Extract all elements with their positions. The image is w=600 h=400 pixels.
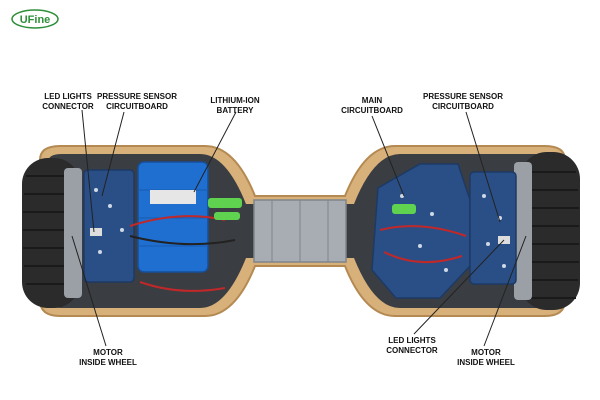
label-line1: MAIN <box>361 96 383 105</box>
label-line2: BATTERY <box>216 106 254 115</box>
label-line2: CIRCUITBOARD <box>106 102 168 111</box>
right-wheel <box>514 152 580 310</box>
label-line2: CONNECTOR <box>42 102 94 111</box>
label-motor-inside-wheel-right: MOTOR INSIDE WHEEL <box>448 348 524 368</box>
label-line1: LED LIGHTS <box>44 92 92 101</box>
label-main-circuitboard: MAIN CIRCUITBOARD <box>336 96 408 116</box>
label-line1: MOTOR <box>93 348 123 357</box>
connector-green-right <box>392 204 416 214</box>
right-pressure-board <box>469 171 517 285</box>
label-line1: LITHIUM-ION <box>210 96 260 105</box>
label-lithium-ion-battery: LITHIUM-ION BATTERY <box>200 96 270 116</box>
ufine-logo: UFine <box>11 9 59 29</box>
label-line2: CONNECTOR <box>386 346 438 355</box>
connector-green-left <box>208 198 242 208</box>
label-line2: INSIDE WHEEL <box>457 358 515 367</box>
label-pressure-sensor-left: PRESSURE SENSOR CIRCUITBOARD <box>94 92 180 112</box>
label-line1: PRESSURE SENSOR <box>422 92 504 101</box>
leader-lines <box>71 109 527 347</box>
label-led-lights-connector-left: LED LIGHTS CONNECTOR <box>36 92 100 112</box>
label-line2: CIRCUITBOARD <box>341 106 403 115</box>
label-pressure-sensor-right: PRESSURE SENSOR CIRCUITBOARD <box>420 92 506 112</box>
left-pressure-board <box>83 169 135 283</box>
label-line1: MOTOR <box>471 348 501 357</box>
left-wheel <box>22 158 82 308</box>
label-line2: INSIDE WHEEL <box>79 358 137 367</box>
label-line2: CIRCUITBOARD <box>432 102 494 111</box>
label-motor-inside-wheel-left: MOTOR INSIDE WHEEL <box>70 348 146 368</box>
main-circuitboard <box>371 163 471 299</box>
led-connector-left <box>90 228 102 236</box>
label-line1: LED LIGHTS <box>388 336 436 345</box>
logo-text: UFine <box>20 14 51 26</box>
label-led-lights-connector-right: LED LIGHTS CONNECTOR <box>378 336 446 356</box>
label-line1: PRESSURE SENSOR <box>96 92 178 101</box>
